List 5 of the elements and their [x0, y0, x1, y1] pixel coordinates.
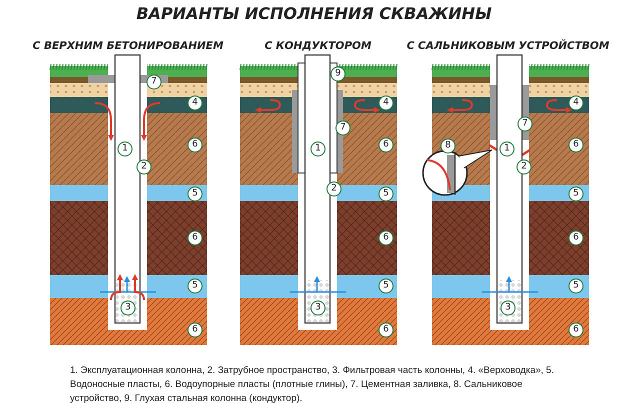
panel-heading: С САЛЬНИКОВЫМ УСТРОЙСТВОМ: [406, 40, 610, 52]
title: ВАРИАНТЫ ИСПОЛНЕНИЯ СКВАЖИНЫ: [136, 4, 492, 23]
panel-heading: С КОНДУКТОРОМ: [264, 40, 372, 52]
caption: 1. Эксплуатационная колонна, 2. Затрубное пространство, 3. Фильтровая часть колонны, 4. «Верховодка», 5. Водоносные пласты, 6. Водоупорные пласты (плотные глины), 7. Цементная заливка, 8. Сальниковое устройство, 9. Глухая стальная колонна (кондуктор).: [70, 364, 555, 403]
panel-heading: С ВЕРХНИМ БЕТОНИРОВАНИЕМ: [32, 40, 224, 52]
